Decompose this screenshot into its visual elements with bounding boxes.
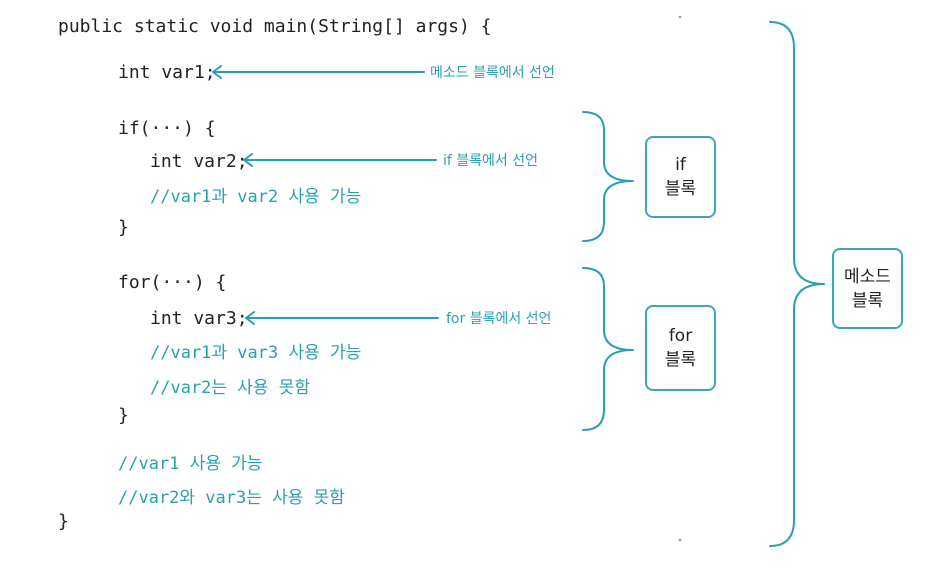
if-brace <box>582 111 634 242</box>
decorative-dot-top <box>678 15 682 19</box>
for-brace <box>582 267 634 431</box>
var3-arrow-head <box>245 311 255 325</box>
method-comment-2: //var2와 var3는 사용 못함 <box>118 488 345 508</box>
method-close-brace: } <box>58 511 69 532</box>
for-statement: for(···) { <box>118 272 227 293</box>
method-signature: public static void main(String[] args) { <box>58 16 492 37</box>
if-block-box: if 블록 <box>645 136 716 218</box>
for-box-line-1: for <box>668 326 693 346</box>
var3-declaration: int var3; <box>150 308 248 329</box>
var3-note: for 블록에서 선언 <box>446 311 552 327</box>
if-statement: if(···) { <box>118 118 216 139</box>
method-brace <box>769 21 825 547</box>
var2-arrow-head <box>243 153 253 167</box>
var2-note: if 블록에서 선언 <box>443 153 538 169</box>
var1-declaration: int var1; <box>118 62 216 83</box>
for-block-comment-1: //var1과 var3 사용 가능 <box>150 343 362 363</box>
method-box-line-1: 메소드 <box>844 266 891 287</box>
decorative-dot-bottom <box>678 538 682 542</box>
for-block-box: for 블록 <box>645 305 716 391</box>
var1-note: 메소드 블록에서 선언 <box>430 65 555 81</box>
var1-arrow-head <box>212 65 222 79</box>
for-block-comment-2: //var2는 사용 못함 <box>150 378 311 398</box>
if-box-line-2: 블록 <box>664 179 697 199</box>
for-close-brace: } <box>118 405 129 426</box>
var2-declaration: int var2; <box>150 151 248 172</box>
if-block-comment: //var1과 var2 사용 가능 <box>150 187 362 207</box>
if-box-line-1: if <box>675 155 686 175</box>
method-box-line-2: 블록 <box>851 290 884 311</box>
method-comment-1: //var1 사용 가능 <box>118 454 263 474</box>
method-block-box: 메소드 블록 <box>832 248 903 329</box>
if-close-brace: } <box>118 217 129 238</box>
for-box-line-2: 블록 <box>664 350 697 370</box>
